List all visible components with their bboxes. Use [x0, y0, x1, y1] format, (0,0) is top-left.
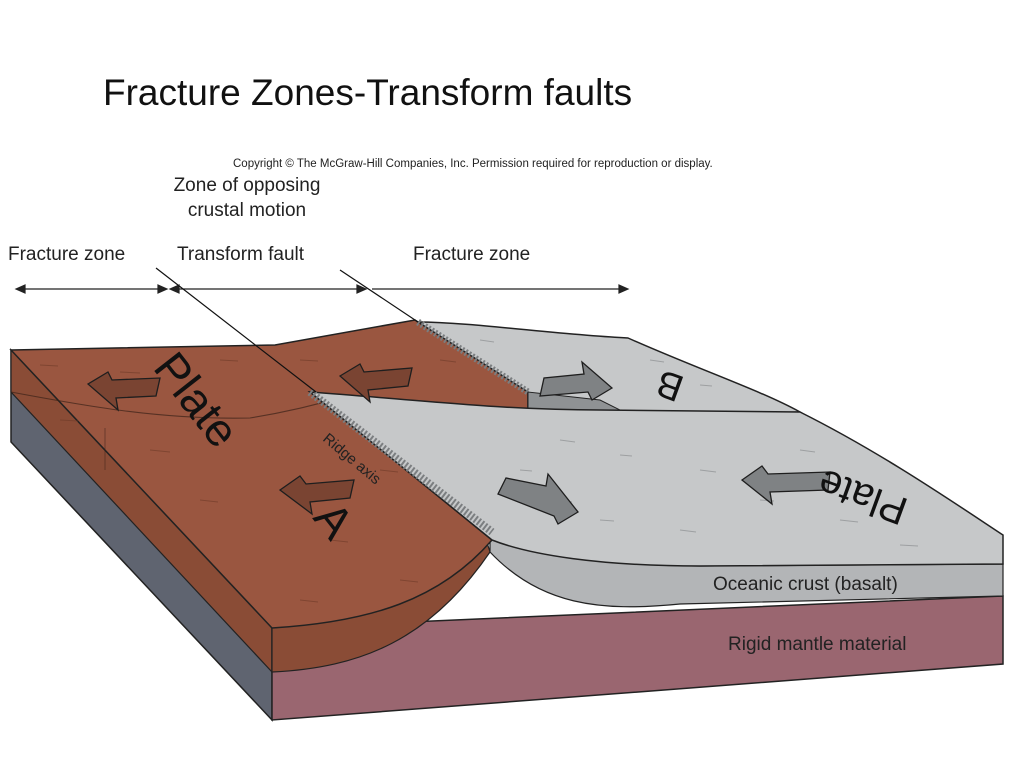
label-rigid-mantle: Rigid mantle material: [728, 634, 906, 655]
plate-b-motion-arrows: [497, 360, 831, 525]
label-fracture-zone-left: Fracture zone: [8, 244, 125, 265]
dimension-arrows: [14, 284, 630, 294]
plate-a-texture: [39, 359, 457, 603]
label-transform-fault: Transform fault: [177, 244, 305, 265]
label-zone-opposing-line2: crustal motion: [188, 200, 306, 221]
slide-title: Fracture Zones-Transform faults: [103, 72, 633, 113]
plate-a-arrow-left: [86, 371, 161, 412]
copyright-text: Copyright © The McGraw-Hill Companies, I…: [233, 158, 713, 170]
mantle-front-face: [271, 595, 1004, 721]
leader-lines: [155, 267, 419, 393]
plate-b-arrow-upper: [539, 360, 614, 401]
plate-b-arrow-right: [740, 465, 831, 506]
plate-b-top-upper: [415, 321, 803, 419]
plate-a-motion-arrows: [86, 363, 413, 516]
plate-a-arrow-upper: [338, 363, 413, 404]
ridge-crest-upper: [416, 319, 530, 395]
label-oceanic-crust: Oceanic crust (basalt): [713, 574, 898, 595]
plate-b-arrow-lower: [497, 472, 579, 525]
label-fracture-zone-right: Fracture zone: [413, 244, 530, 265]
label-zone-opposing-line1: Zone of opposing: [174, 175, 321, 196]
plate-a-arrow-lower: [278, 475, 355, 516]
